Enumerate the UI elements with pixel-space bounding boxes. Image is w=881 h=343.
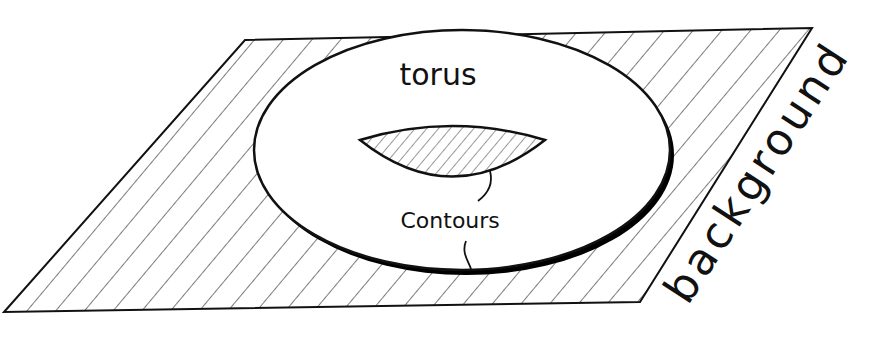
callout-label: Contours [401,209,500,233]
torus-outer-contour [254,30,670,270]
torus-shape: torus [252,28,672,276]
torus-hole-contour [360,126,545,177]
shape-name: torus [399,58,476,91]
